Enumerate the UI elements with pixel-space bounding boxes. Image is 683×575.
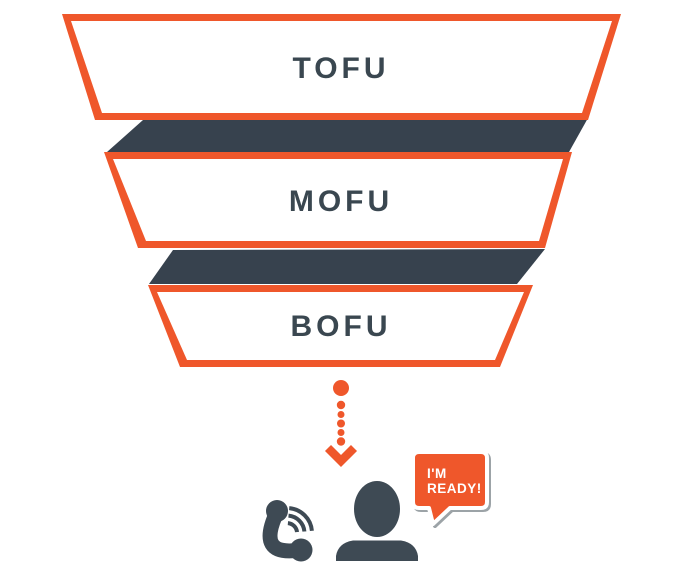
arrow-dot — [336, 400, 346, 410]
arrowhead-chevron — [324, 444, 358, 468]
person-icon — [336, 481, 418, 561]
funnel-stage-tofu: TOFU — [62, 14, 621, 120]
bofu-label: BOFU — [291, 310, 392, 343]
person-head — [354, 481, 400, 537]
arrow-dot — [337, 419, 345, 428]
tofu-label: TOFU — [292, 52, 389, 85]
signal-wave-3 — [288, 506, 314, 532]
person-shoulders — [336, 540, 418, 561]
speech-bubble-line-2: READY! — [427, 481, 482, 496]
mofu-inner-shape — [113, 159, 563, 241]
phone-call-icon — [262, 500, 314, 562]
speech-bubble: I'M READY! — [411, 450, 489, 526]
signal-wave-2 — [288, 513, 307, 532]
tofu-inner-shape — [71, 21, 612, 113]
dotted-down-arrow-icon — [324, 380, 358, 468]
signal-wave-1 — [287, 521, 299, 533]
funnel-band-bottom — [149, 249, 545, 284]
funnel-stage-mofu: MOFU — [104, 152, 572, 248]
handset-earpiece — [266, 500, 288, 522]
bofu-inner-shape — [157, 292, 524, 360]
mofu-label: MOFU — [289, 185, 393, 218]
handset-mouthpiece — [289, 538, 313, 562]
speech-bubble-shape — [411, 450, 489, 526]
funnel-stage-bofu: BOFU — [148, 285, 533, 367]
funnel-band-top — [107, 118, 588, 152]
arrow-dot — [337, 411, 345, 418]
arrow-dot-large — [333, 380, 349, 396]
speech-bubble-line-1: I'M — [427, 466, 447, 481]
arrow-dot — [336, 437, 346, 446]
arrow-dot — [337, 429, 345, 436]
